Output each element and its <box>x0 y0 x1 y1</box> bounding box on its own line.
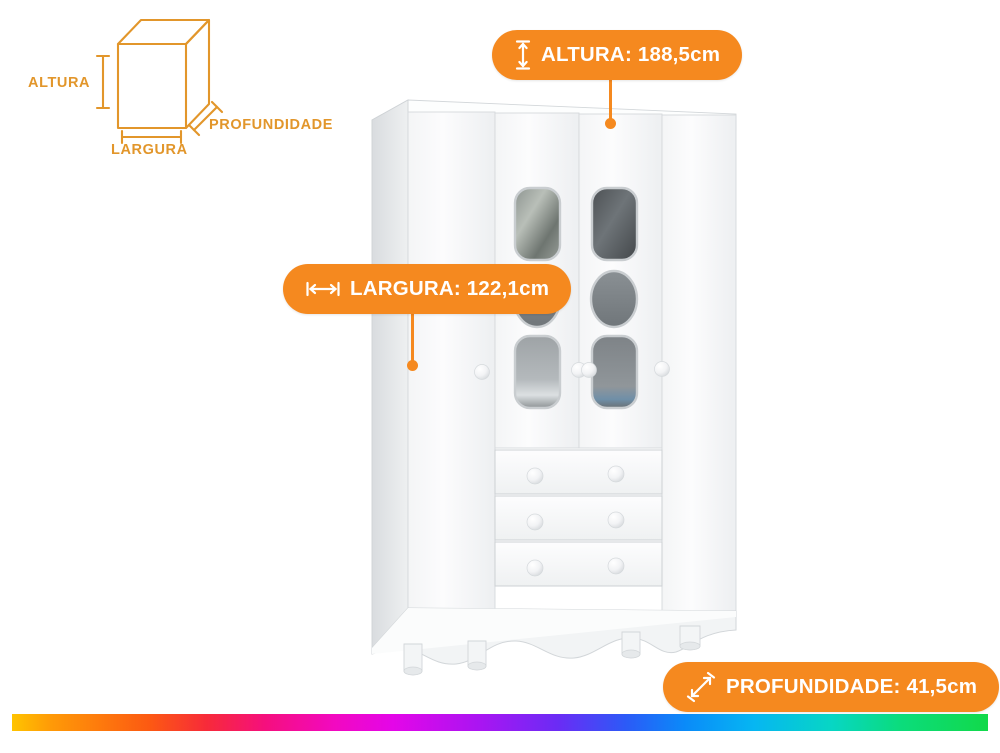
color-spectrum-bar <box>12 714 988 731</box>
vertical-double-arrow-icon <box>515 40 531 70</box>
legend-label-altura: ALTURA <box>28 75 91 91</box>
horizontal-double-arrow-icon <box>306 281 340 297</box>
wardrobe-side-panel <box>371 99 409 650</box>
wardrobe-door-1[interactable] <box>407 111 496 613</box>
product-image-wardrobe <box>360 96 740 676</box>
drawer-knob <box>607 465 625 483</box>
badge-largura-label: LARGURA: 122,1cm <box>350 277 550 300</box>
legend-largura-measure <box>120 129 183 145</box>
wardrobe-legs <box>403 625 701 676</box>
wardrobe-door-4[interactable] <box>661 114 737 612</box>
wardrobe-illustration <box>371 99 737 676</box>
badge-profundidade-label: PROFUNDIDADE: 41,5cm <box>726 675 978 698</box>
leader-dot-largura <box>407 360 418 371</box>
wardrobe-drawer-2[interactable] <box>494 495 663 541</box>
drawer-knob <box>607 557 625 575</box>
wardrobe-drawer-1[interactable] <box>494 449 663 495</box>
wardrobe-glass-cutouts-door-3 <box>589 186 639 410</box>
wardrobe-drawer-3[interactable] <box>494 541 663 587</box>
drawer-knob <box>526 513 544 531</box>
badge-profundidade[interactable]: PROFUNDIDADE: 41,5cm <box>663 662 1000 712</box>
drawer-knob <box>607 511 625 529</box>
wardrobe-base-skirt <box>371 607 737 665</box>
legend-profundidade-measure <box>187 100 224 137</box>
legend-label-largura: LARGURA <box>111 142 188 158</box>
dimension-legend: ALTURA LARGURA PROFUNDIDADE <box>18 8 368 168</box>
leader-dot-altura <box>605 118 616 129</box>
leader-line-altura <box>609 78 613 126</box>
leader-line-largura <box>411 310 415 368</box>
legend-altura-measure <box>95 54 111 110</box>
badge-altura[interactable]: ALTURA: 188,5cm <box>492 30 743 80</box>
drawer-knob <box>526 467 544 485</box>
badge-altura-label: ALTURA: 188,5cm <box>541 43 721 66</box>
badge-largura[interactable]: LARGURA: 122,1cm <box>283 264 572 314</box>
legend-label-profundidade: PROFUNDIDADE <box>209 117 334 133</box>
legend-cube-diagram <box>95 18 224 145</box>
diagonal-double-arrow-icon <box>686 671 716 703</box>
drawer-knob <box>526 559 544 577</box>
wardrobe-door-knobs <box>474 361 670 380</box>
